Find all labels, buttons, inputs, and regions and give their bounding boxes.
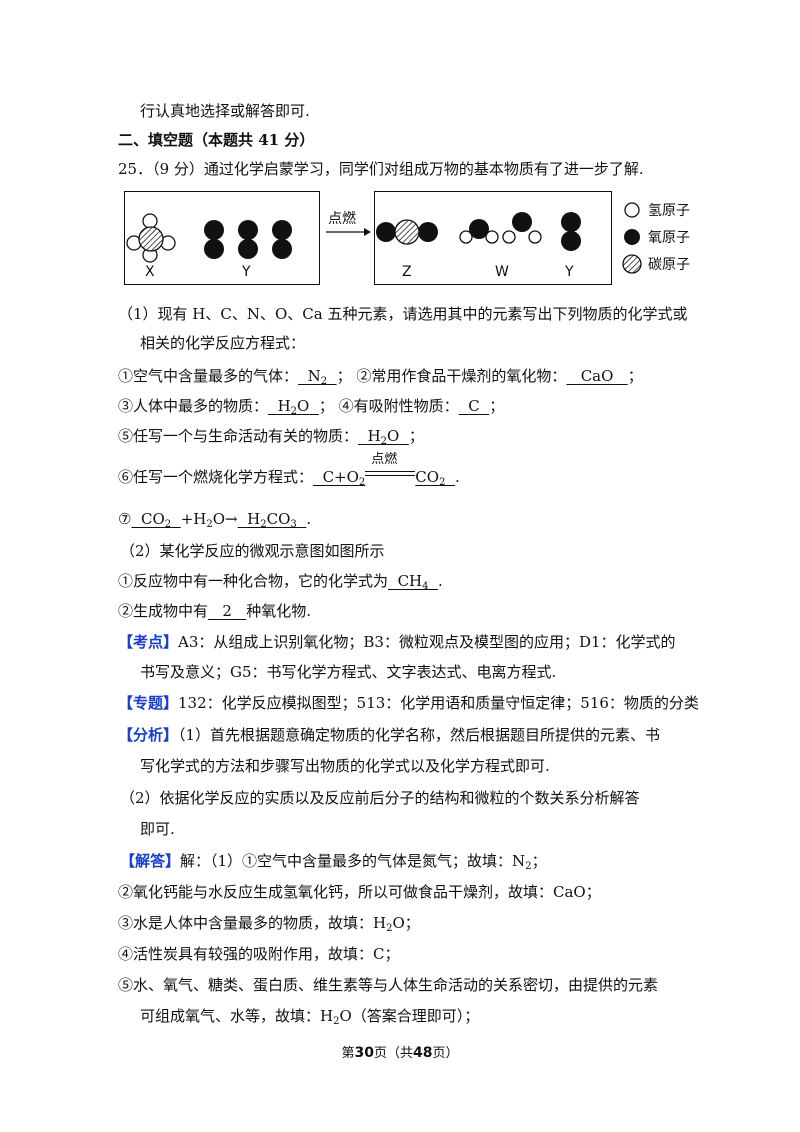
label-y-product: Y <box>565 264 574 280</box>
fenxi-line: 【分析】（1）首先根据题意确定物质的化学名称，然后根据题目所提供的元素、书 <box>118 726 661 744</box>
text-line: 相关的化学反应方程式： <box>140 334 306 352</box>
zhuanti-line: 【专题】132：化学反应模拟图型；513：化学用语和质量守恒定律；516：物质的… <box>118 694 699 712</box>
molecule-drawing <box>126 202 642 274</box>
answer-line-3: ⑤任写一个与生命活动有关的物质： H2O ； <box>118 427 424 447</box>
label-z: Z <box>402 264 412 280</box>
kaodian-tag: 【考点】 <box>118 633 179 651</box>
text-line: ③水是人体中含量最多的物质，故填：H2O； <box>118 914 420 934</box>
text-line: 写化学式的方法和步骤写出物质的化学式以及化学方程式即可. <box>140 757 550 775</box>
answer-line-2: ③人体中最多的物质： H2O ； ④有吸附性物质： C ； <box>118 397 505 417</box>
section-heading: 二、填空题（本题共 41 分） <box>118 131 315 149</box>
legend-hydrogen: 氢原子 <box>648 203 690 219</box>
fenxi-tag: 【分析】 <box>118 726 179 744</box>
text-line: （2）某化学反应的微观示意图如图所示 <box>120 542 385 560</box>
text-line: 行认真地选择或解答即可. <box>140 102 310 120</box>
text-line: （1）现有 H、C、N、O、Ca 五种元素，请选用其中的元素写出下列物质的化学式… <box>118 305 688 323</box>
methane-molecule-x <box>126 213 176 263</box>
carbon-dioxide-molecule-z <box>376 219 438 245</box>
label-y: Y <box>242 264 251 280</box>
page-footer: 第30页（共48页） <box>341 1045 459 1061</box>
text-line: ⑤水、氧气、糖类、蛋白质、维生素等与人体生命活动的关系密切，由提供的元素 <box>118 976 659 994</box>
text-line: 书写及意义；G5：书写化学方程式、文字表达式、电离方程式. <box>140 663 557 681</box>
answer-line-7: ②生成物中有 2 种氧化物. <box>118 602 311 620</box>
text-line: ④活性炭具有较强的吸附作用，故填：C； <box>118 945 400 963</box>
label-w: W <box>495 264 509 280</box>
oxygen-molecule-y-product <box>561 212 581 251</box>
legend-carbon: 碳原子 <box>648 257 690 273</box>
arrow-label: 点燃 <box>328 211 356 227</box>
water-molecules-w <box>459 212 542 244</box>
kaodian-line: 【考点】A3：从组成上识别氧化物；B3：微粒观点及模型图的应用；D1：化学式的 <box>118 633 676 651</box>
answer-line-6: ①反应物中有一种化合物，它的化学式为 CH4 . <box>118 572 443 592</box>
text-line: 即可. <box>140 820 175 838</box>
label-x: X <box>145 264 155 280</box>
jieda-tag: 【解答】 <box>120 852 181 870</box>
zhuanti-tag: 【专题】 <box>118 694 179 712</box>
text-line: 可组成氧气、水等，故填：H2O（答案合理即可）； <box>140 1007 480 1027</box>
oxygen-molecules-y <box>204 220 292 259</box>
text-line: （2）依据化学反应的实质以及反应前后分子的结构和微粒的个数关系分析解答 <box>120 789 640 807</box>
question-title: 25．（9 分）通过化学启蒙学习，同学们对组成万物的基本物质有了进一步了解. <box>118 160 644 178</box>
legend-oxygen: 氧原子 <box>648 230 690 246</box>
answer-line-5: ⑦ CO2 +H2O→ H2CO3 . <box>118 510 312 530</box>
answer-line-1: ①空气中含量最多的气体： N2 ； ②常用作食品干燥剂的氧化物： CaO ； <box>118 367 643 387</box>
jieda-line: 【解答】解：（1）①空气中含量最多的气体是氮气；故填：N2； <box>120 852 547 872</box>
text-line: ②氧化钙能与水反应生成氢氧化钙，所以可做食品干燥剂，故填：CaO； <box>118 883 601 901</box>
